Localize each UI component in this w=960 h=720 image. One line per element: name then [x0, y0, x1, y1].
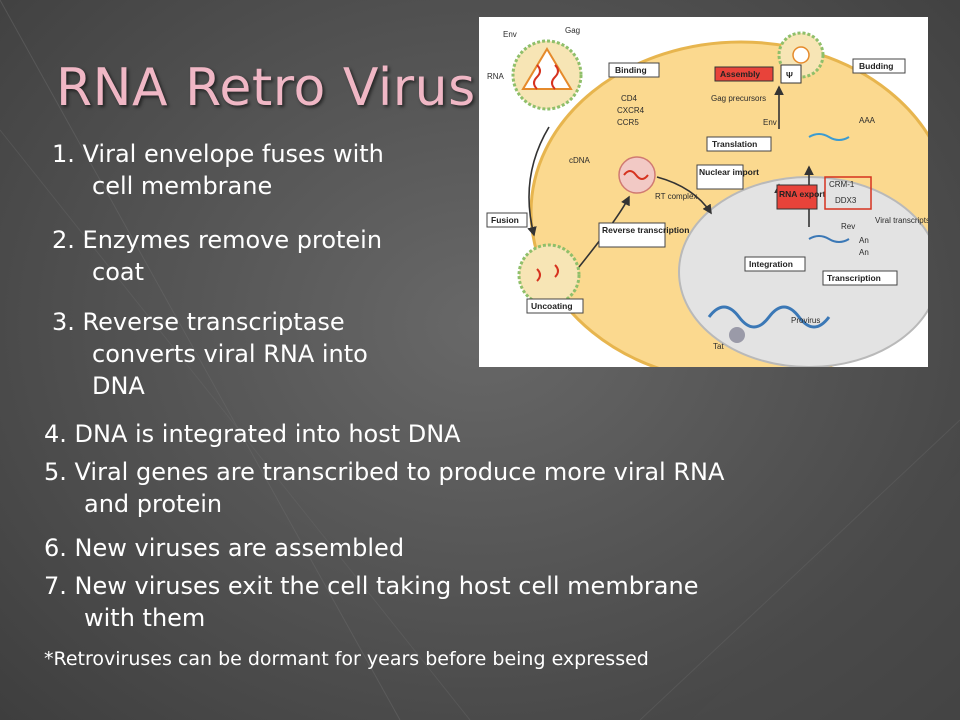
assembly-box	[714, 66, 774, 82]
psi-box	[780, 64, 802, 84]
provirus-label: Provirus	[791, 316, 820, 325]
provirus-dna	[707, 305, 831, 329]
step-4: 4. DNA is integrated into host DNA	[44, 418, 461, 450]
nuclear-import-label: Nuclear import	[699, 167, 759, 177]
step-3-line-1: 3. Reverse transcriptase	[52, 308, 345, 336]
reverse-transcription-box	[598, 222, 666, 248]
gag-label: Gag	[565, 26, 580, 35]
lifecycle-svg: Env Gag RNA Binding Assembly Ψ Budding C…	[486, 26, 928, 367]
step-3: 3. Reverse transcriptase converts viral …	[52, 306, 368, 402]
binding-box	[608, 62, 660, 78]
rt-complex	[618, 156, 656, 194]
rna-export-label: RNA export	[779, 189, 826, 199]
rt-complex-label: RT complex	[655, 192, 697, 201]
rna-label: RNA	[487, 72, 505, 81]
step-1: 1. Viral envelope fuses with cell membra…	[52, 138, 384, 202]
binding-label: Binding	[615, 65, 647, 75]
step-5-line-1: 5. Viral genes are transcribed to produc…	[44, 458, 725, 486]
transcription-label: Transcription	[827, 273, 881, 283]
step-7: 7. New viruses exit the cell taking host…	[44, 570, 698, 634]
step-2: 2. Enzymes remove protein coat	[52, 224, 382, 288]
gag-precursors-label: Gag precursors	[711, 94, 766, 103]
polya-label: AAA	[859, 116, 876, 125]
step-7-line-1: 7. New viruses exit the cell taking host…	[44, 572, 699, 600]
step-2-line-2: coat	[92, 258, 144, 286]
nuclear-import-box	[696, 164, 744, 190]
step-6-line-1: 6. New viruses are assembled	[44, 534, 405, 562]
transcription-box	[822, 270, 898, 286]
integration-label: Integration	[749, 259, 793, 269]
step-5: 5. Viral genes are transcribed to produc…	[44, 456, 724, 520]
viral-transcripts-label: Viral transcripts	[875, 216, 928, 225]
viral-transcripts	[808, 235, 850, 243]
step-1-line-2: cell membrane	[92, 172, 273, 200]
step-3-line-3: DNA	[92, 372, 145, 400]
cd4-label: CD4	[621, 94, 638, 103]
dormancy-note: *Retroviruses can be dormant for years b…	[44, 648, 649, 670]
tat-label: Tat	[713, 342, 724, 351]
tat-protein	[729, 327, 745, 343]
translation-label: Translation	[712, 139, 757, 149]
integration-box	[744, 256, 806, 272]
uncoating-label: Uncoating	[531, 301, 573, 311]
step-7-line-2: with them	[84, 604, 206, 632]
mrna-strand	[808, 133, 850, 141]
ccr5-label: CCR5	[617, 118, 639, 127]
fusion-label: Fusion	[491, 215, 519, 225]
step-2-line-1: 2. Enzymes remove protein	[52, 226, 383, 254]
uncoating-box	[526, 298, 584, 314]
an-label-1: An	[859, 236, 869, 245]
slide-title: RNA Retro Virus	[56, 58, 476, 118]
rev-label: Rev	[841, 222, 855, 231]
step-3-line-2: converts viral RNA into	[92, 340, 368, 368]
step-4-line-1: 4. DNA is integrated into host DNA	[44, 420, 461, 448]
free-virion	[511, 39, 583, 111]
psi-label: Ψ	[786, 70, 793, 80]
budding-label: Budding	[859, 61, 893, 71]
uncoating-virion	[517, 243, 581, 307]
crm1-label: CRM-1	[829, 180, 855, 189]
translation-box	[706, 136, 772, 152]
arrow-fusion	[527, 126, 550, 237]
cxcr4-label: CXCR4	[617, 106, 645, 115]
fusion-box	[486, 212, 528, 228]
assembly-label: Assembly	[720, 69, 760, 79]
env-protein-label: Env	[763, 118, 777, 127]
ddx3-label: DDX3	[835, 196, 857, 205]
an-label-2: An	[859, 248, 869, 257]
rna-export-box	[776, 184, 818, 210]
env-label: Env	[503, 30, 517, 39]
step-1-line-1: 1. Viral envelope fuses with	[52, 140, 384, 168]
retrovirus-lifecycle-diagram: Env Gag RNA Binding Assembly Ψ Budding C…	[479, 17, 928, 367]
arrow-nuclear-import	[656, 176, 712, 215]
cdna-label: cDNA	[569, 156, 591, 165]
crm1-ddx3-box	[824, 176, 872, 210]
budding-box	[852, 58, 906, 74]
step-5-line-2: and protein	[84, 490, 223, 518]
step-6: 6. New viruses are assembled	[44, 532, 404, 564]
reverse-transcription-label: Reverse transcription	[602, 225, 689, 235]
